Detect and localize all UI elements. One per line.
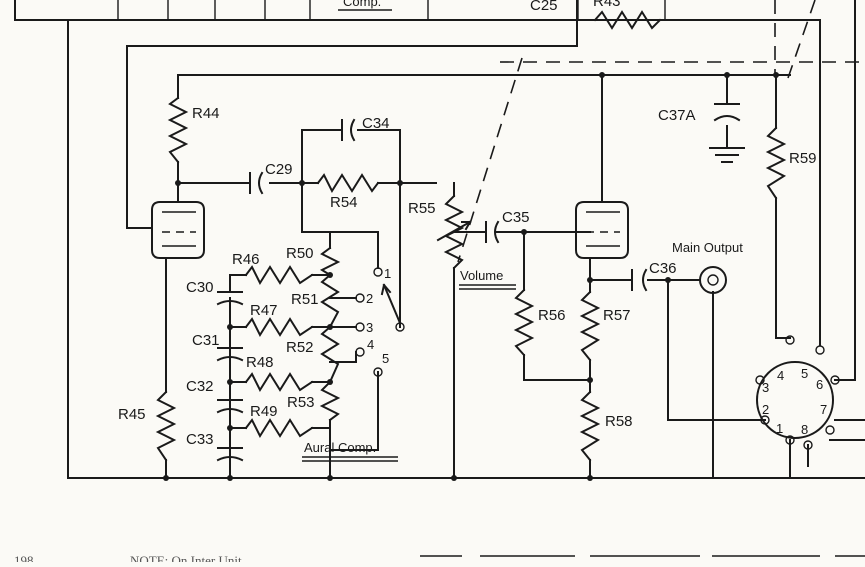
capacitor-symbols <box>216 103 745 479</box>
label-r52: R52 <box>286 339 314 356</box>
c35-capacitor <box>485 220 500 244</box>
resistor-symbols <box>155 10 787 462</box>
r45-resistor <box>155 390 177 462</box>
label-r45: R45 <box>118 406 146 423</box>
label-r48: R48 <box>246 354 274 371</box>
label-r51: R51 <box>291 291 319 308</box>
svg-text:7: 7 <box>820 402 827 417</box>
label-c36: C36 <box>649 260 677 277</box>
aural-comp-switch <box>355 267 405 377</box>
r49-resistor <box>244 418 314 439</box>
label-r57: R57 <box>603 307 631 324</box>
r46-resistor <box>244 265 314 286</box>
r52-resistor <box>320 325 340 384</box>
r48-resistor <box>244 372 314 393</box>
label-r50: R50 <box>286 245 314 262</box>
svg-text:8: 8 <box>801 422 808 437</box>
svg-text:1: 1 <box>776 421 783 436</box>
label-c30: C30 <box>186 279 214 296</box>
c34-capacitor <box>341 118 356 142</box>
svg-text:5: 5 <box>382 351 389 366</box>
svg-text:2: 2 <box>366 291 373 306</box>
ganged-linkage <box>457 0 865 263</box>
svg-text:3: 3 <box>366 320 373 335</box>
label-r44: R44 <box>192 105 220 122</box>
r43-resistor <box>593 10 662 30</box>
svg-text:3: 3 <box>762 380 769 395</box>
label-r53: R53 <box>287 394 315 411</box>
function-labels: Comp. Volume Main Output Aural Comp. <box>302 0 743 462</box>
socket-pin-labels: 1 2 3 4 5 6 7 8 <box>762 366 827 437</box>
switch-position-labels: 1 2 3 4 5 <box>366 266 391 366</box>
footer-fragment: 198 NOTE: On Inter Unit <box>14 553 865 567</box>
vacuum-tube-1 <box>151 201 205 259</box>
label-r58: R58 <box>605 413 633 430</box>
r51-resistor <box>320 273 340 329</box>
label-r43: R43 <box>593 0 621 10</box>
label-r47: R47 <box>250 302 278 319</box>
vacuum-tube-2 <box>575 201 629 259</box>
r57-resistor <box>579 290 601 362</box>
label-c29: C29 <box>265 161 293 178</box>
svg-text:1: 1 <box>384 266 391 281</box>
label-comp-top: Comp. <box>343 0 381 9</box>
c36-capacitor <box>631 268 648 292</box>
label-volume: Volume <box>460 268 503 283</box>
label-c35: C35 <box>502 209 530 226</box>
footer-note-fragment: NOTE: On Inter Unit <box>130 553 242 562</box>
c37a-capacitor <box>713 103 741 122</box>
svg-text:2: 2 <box>762 402 769 417</box>
label-c31: C31 <box>192 332 220 349</box>
label-r54: R54 <box>330 194 358 211</box>
label-c25: C25 <box>530 0 558 14</box>
label-c34: C34 <box>362 115 390 132</box>
r53-resistor <box>319 380 341 422</box>
label-r46: R46 <box>232 251 260 268</box>
label-r56: R56 <box>538 307 566 324</box>
svg-text:4: 4 <box>367 337 374 352</box>
label-aural-comp: Aural Comp. <box>304 440 376 455</box>
junction-dots <box>163 72 779 481</box>
label-c37a: C37A <box>658 107 696 124</box>
label-r55: R55 <box>408 200 436 217</box>
r47-resistor <box>244 317 314 338</box>
r56-resistor <box>513 288 535 357</box>
svg-text:4: 4 <box>777 368 784 383</box>
ground-symbol <box>709 147 745 163</box>
footer-page-fragment: 198 <box>14 553 34 562</box>
label-r49: R49 <box>250 403 278 420</box>
label-c33: C33 <box>186 431 214 448</box>
r59-resistor <box>765 126 787 200</box>
label-r59: R59 <box>789 150 817 167</box>
main-output-jack <box>699 266 727 294</box>
r50-resistor <box>319 246 341 277</box>
r44-resistor <box>167 96 189 164</box>
octal-socket <box>755 335 840 450</box>
label-c32: C32 <box>186 378 214 395</box>
svg-text:5: 5 <box>801 366 808 381</box>
r58-resistor <box>579 390 601 462</box>
label-main-output: Main Output <box>672 240 743 255</box>
component-labels: C25 R43 R44 C34 C29 R54 R55 C35 R46 R50 … <box>118 0 817 448</box>
r54-resistor <box>316 173 380 194</box>
c29-capacitor <box>249 171 264 195</box>
svg-text:6: 6 <box>816 377 823 392</box>
